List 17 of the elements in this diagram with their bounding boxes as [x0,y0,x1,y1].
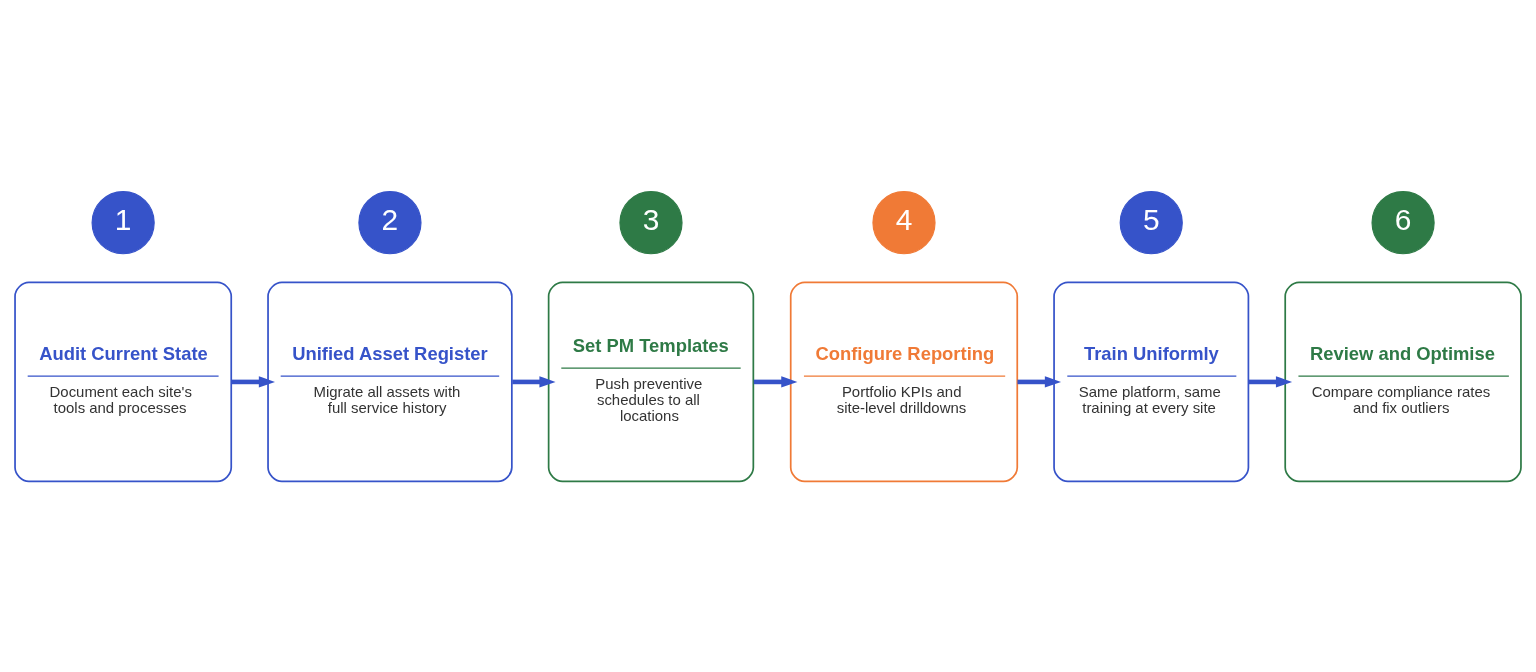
node-circle: 3 [619,190,683,254]
arrow [1248,375,1293,388]
node-circle: 4 [872,190,936,254]
arrow [1017,375,1061,388]
node-circle: 1 [91,190,155,254]
node-circle: 6 [1371,190,1435,254]
node-box: Train Uniformly Same platform, same training at every site [1053,281,1250,482]
node-circle: 5 [1119,190,1183,254]
node-box: Configure Reporting Portfolio KPIs and site-level drilldowns [789,281,1019,482]
node-box: Review and Optimise Compare compliance rates and fix outliers [1284,281,1522,482]
arrow [753,375,798,388]
node-box: Unified Asset Register Migrate all assets with full service history [267,281,513,482]
arrow [231,375,275,388]
arrow [512,375,556,388]
node-circle: 2 [358,190,422,254]
node-box: Audit Current State Document each site's tools and processes [14,281,233,482]
node-box: Set PM Templates Push preventive schedules to all locations [547,281,755,482]
